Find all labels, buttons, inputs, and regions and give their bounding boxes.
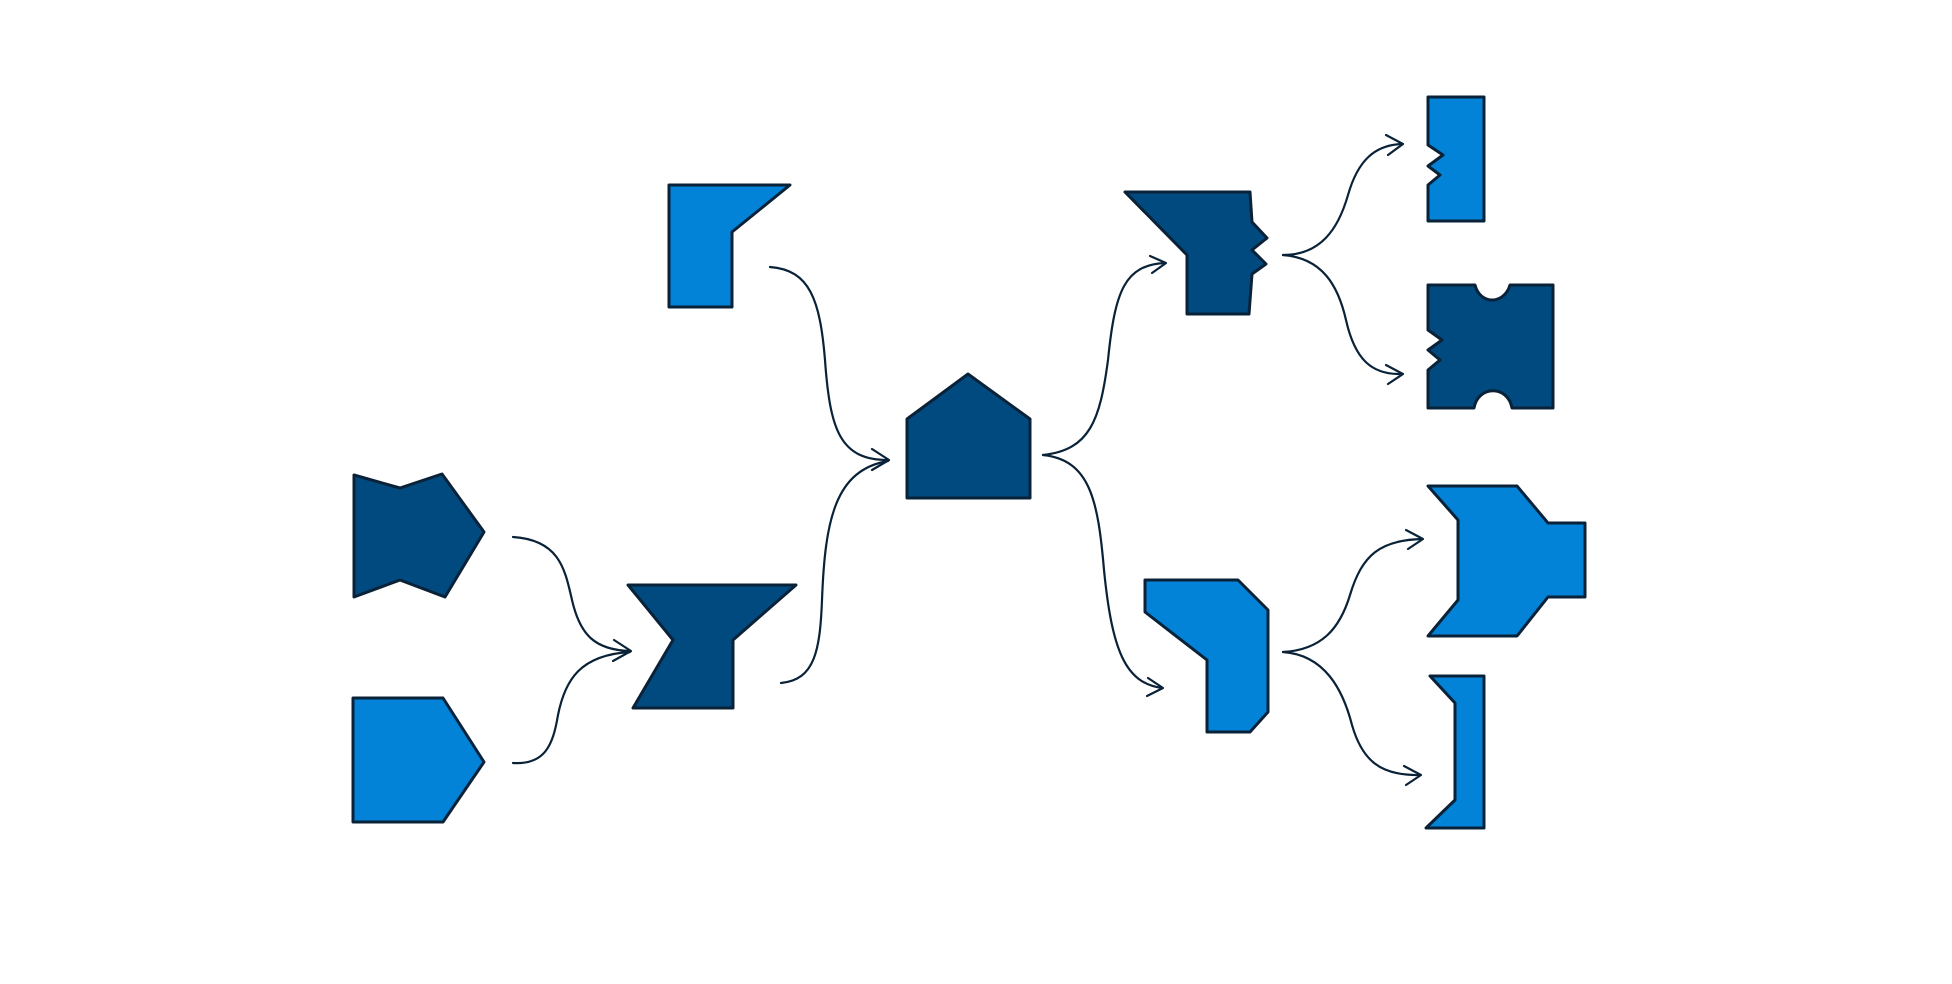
connector-funnel-to-zigzagstrip (1281, 142, 1404, 257)
arrowhead-house-to-benttab (1145, 676, 1165, 698)
connector-notched-to-house (768, 265, 890, 462)
output-notched-block-shape (1426, 283, 1555, 410)
connector-bowtie-to-hourglass (511, 535, 632, 653)
output-zigzag-strip-shape (1426, 95, 1486, 223)
connectors (511, 133, 1425, 787)
center-house-shape (905, 372, 1032, 500)
connector-funnel-to-notchedblock (1281, 253, 1404, 376)
merged-hourglass-shape (626, 583, 798, 710)
connector-benttab-to-bracketstrip (1281, 650, 1422, 777)
connector-house-to-funnel (1041, 261, 1167, 457)
input-notched-corner-shape (667, 183, 792, 309)
arrowhead-benttab-to-arrowblock (1404, 528, 1425, 551)
connector-benttab-to-arrowblock (1281, 537, 1424, 654)
output-bracket-strip-shape (1424, 674, 1486, 830)
shapes (351, 95, 1587, 830)
connector-pentagon-to-hourglass (511, 650, 632, 765)
split-bent-tab-shape (1143, 578, 1270, 734)
output-arrow-block-shape (1426, 484, 1587, 638)
connector-house-to-benttab (1041, 453, 1164, 690)
arrowhead-notched-to-house (870, 447, 891, 472)
arrowhead-house-to-funnel (1148, 254, 1168, 275)
arrowhead-funnel-to-notchedblock (1384, 363, 1405, 386)
input-pentagon-shape (351, 696, 486, 824)
arrowhead-funnel-to-zigzagstrip (1384, 133, 1405, 157)
arrowhead-benttab-to-bracketstrip (1402, 764, 1423, 787)
connector-hourglass-to-house (779, 459, 890, 685)
split-funnel-zigzag-shape (1123, 190, 1269, 316)
arrowhead-bowtie-to-hourglass (611, 638, 633, 663)
input-bowtie-shape (352, 472, 486, 599)
